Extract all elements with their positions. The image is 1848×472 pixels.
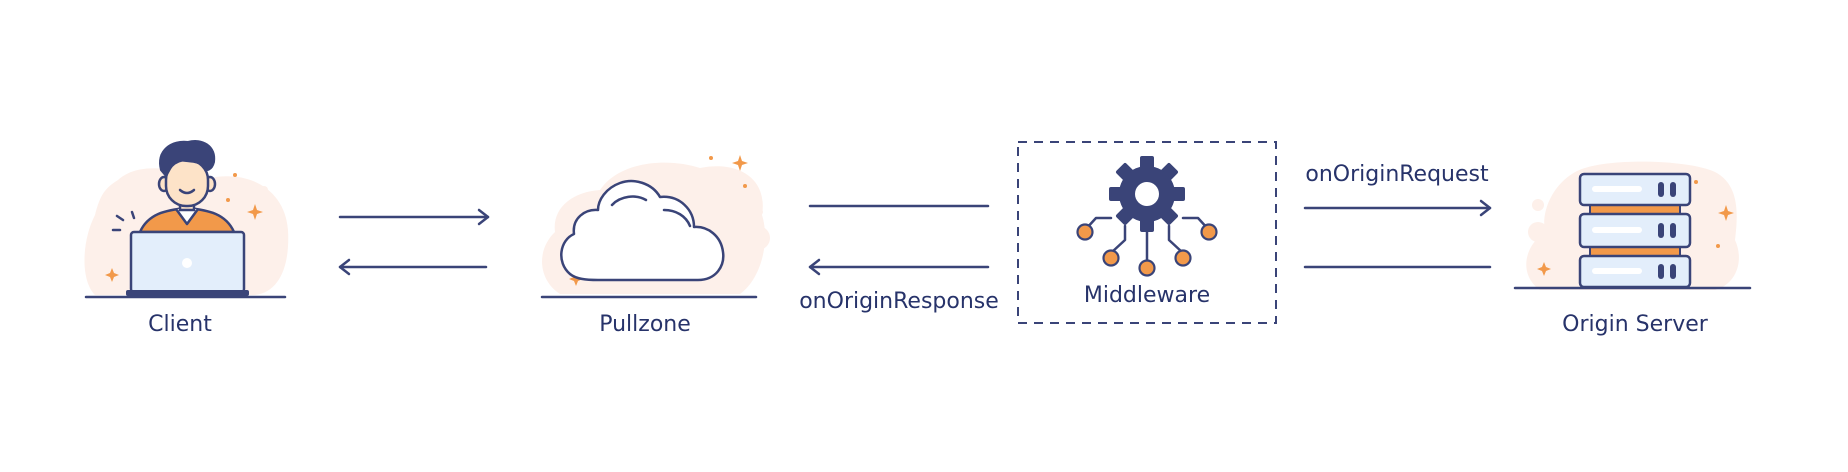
- arrow-on-origin-request: [1303, 199, 1492, 217]
- middleware-dashed-box: [1017, 141, 1277, 324]
- arrow-pullzone-to-client: [338, 258, 488, 276]
- gear-network-icon: [1076, 156, 1218, 277]
- pullzone-label: Pullzone: [599, 312, 691, 337]
- middleware-label: Middleware: [1084, 283, 1210, 308]
- client-label: Client: [148, 312, 212, 337]
- cloud-icon: [540, 155, 770, 299]
- origin-server-label: Origin Server: [1562, 312, 1709, 337]
- middleware-origin-links: onOriginRequest: [1303, 162, 1492, 269]
- person-with-laptop-icon: [84, 140, 289, 299]
- server-rack-icon: [1513, 161, 1752, 290]
- client-node: Client: [84, 140, 289, 337]
- pullzone-middleware-links: onOriginResponse: [799, 204, 999, 314]
- origin-server-node: Origin Server: [1513, 161, 1752, 337]
- client-pullzone-arrows: [338, 208, 490, 276]
- arrow-client-to-pullzone: [338, 208, 490, 226]
- pullzone-node: Pullzone: [540, 155, 770, 337]
- arrow-on-origin-response: [808, 258, 990, 276]
- middleware-node: Middleware: [1017, 141, 1277, 324]
- on-origin-request-label: onOriginRequest: [1305, 162, 1489, 187]
- on-origin-response-label: onOriginResponse: [799, 289, 999, 314]
